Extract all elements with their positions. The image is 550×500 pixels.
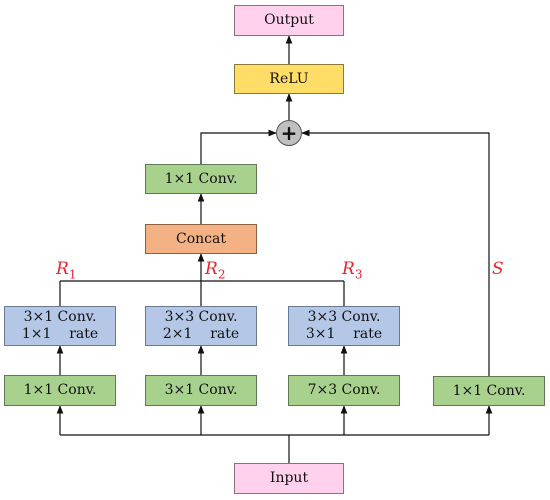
branch2-dilated-line1: 3×3 Conv. — [164, 309, 238, 325]
shortcut-conv-label: 1×1 Conv. — [452, 382, 526, 399]
branch3-dilated-line2: 3×1 rate — [305, 326, 383, 342]
branch1-dilated-line2: 1×1 rate — [21, 326, 99, 342]
branch1-dilated-line1: 3×1 Conv. — [23, 309, 97, 325]
s-label: S — [492, 259, 504, 279]
add-node: + — [276, 120, 302, 146]
concat-label: Concat — [176, 230, 226, 247]
concat-node: Concat — [145, 224, 257, 254]
branch1-conv-node: 1×1 Conv. — [4, 375, 116, 406]
branch3-dilated-conv-node: 3×3 Conv. 3×1 rate — [288, 306, 400, 346]
branch2-conv-label: 3×1 Conv. — [164, 382, 238, 398]
top-conv-node: 1×1 Conv. — [145, 164, 257, 194]
input-node: Input — [234, 463, 344, 494]
branch3-conv-node: 7×3 Conv. — [288, 375, 400, 406]
relu-label: ReLU — [269, 70, 309, 87]
branch3-conv-label: 7×3 Conv. — [307, 382, 381, 398]
output-label: Output — [264, 12, 314, 28]
r1-label: R1 — [56, 259, 77, 282]
input-label: Input — [269, 470, 309, 486]
branch2-dilated-line2: 2×1 rate — [162, 326, 240, 342]
conv-to-add-arrow — [200, 129, 277, 164]
branch2-conv-node: 3×1 Conv. — [145, 375, 257, 406]
shortcut-conv-node: 1×1 Conv. — [433, 376, 545, 406]
relu-node: ReLU — [234, 64, 344, 94]
r2-label: R2 — [205, 259, 226, 282]
output-node: Output — [234, 5, 344, 36]
branch1-dilated-conv-node: 3×1 Conv. 1×1 rate — [4, 306, 116, 346]
shortcut-to-add-arrow — [301, 129, 490, 376]
plus-icon: + — [280, 121, 298, 145]
branch3-dilated-line1: 3×3 Conv. — [307, 309, 381, 325]
branch1-conv-label: 1×1 Conv. — [23, 382, 97, 398]
branch2-dilated-conv-node: 3×3 Conv. 2×1 rate — [145, 306, 257, 346]
top-conv-label: 1×1 Conv. — [164, 170, 238, 187]
r3-label: R3 — [342, 259, 363, 282]
